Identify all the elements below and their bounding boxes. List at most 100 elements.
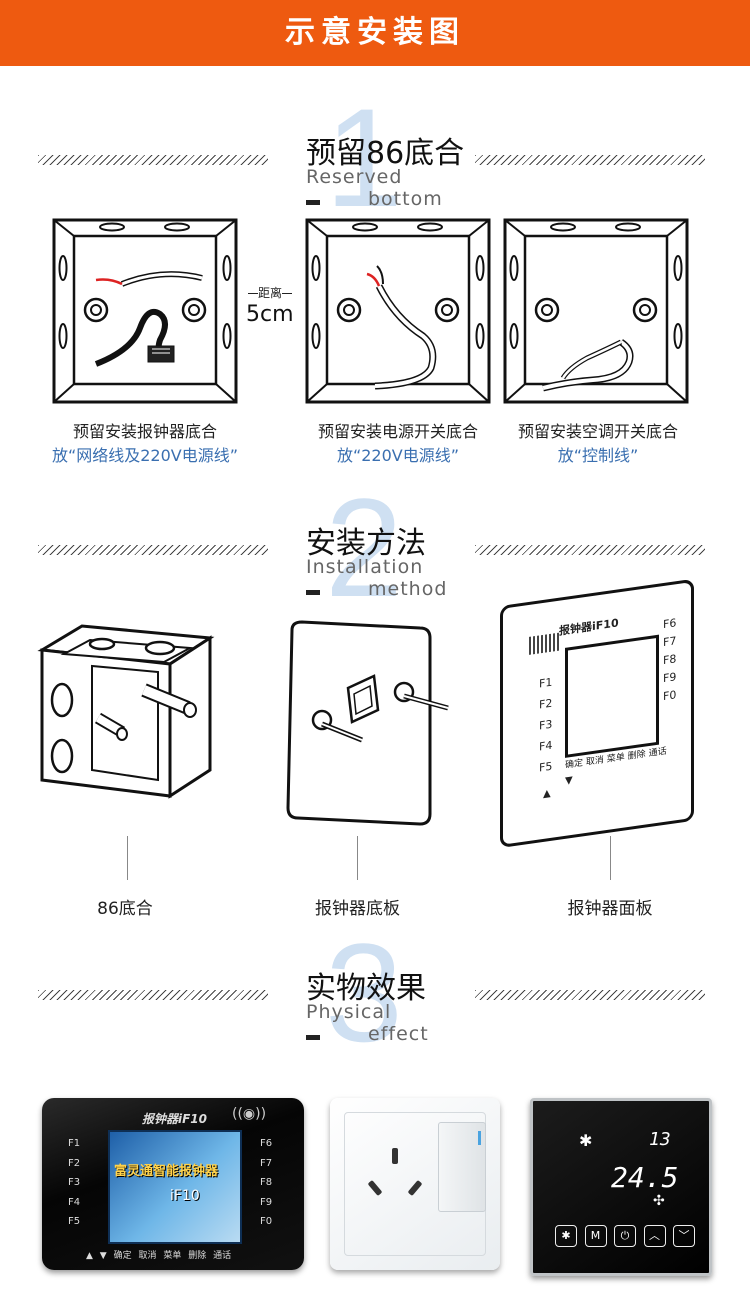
hatch-divider-right	[475, 990, 705, 1000]
key-f5[interactable]: F5	[539, 759, 553, 775]
room-temperature: 24.5	[611, 1161, 679, 1194]
up-button[interactable]: ︿	[643, 1225, 666, 1247]
device-screen: 富灵通智能报钟器 iF10	[108, 1130, 242, 1244]
key-f9[interactable]: F9	[663, 670, 677, 686]
device-key-f6[interactable]: F6	[260, 1138, 273, 1149]
device-key-call[interactable]: 通话	[213, 1251, 232, 1261]
device-key-delete[interactable]: 删除	[188, 1251, 207, 1261]
key-f0[interactable]: F0	[663, 688, 677, 704]
part-caption-panel: 报钟器面板	[567, 899, 653, 919]
device-left-keys: F1 F2 F3 F4 F5	[68, 1134, 80, 1232]
section-subtitle-1: Installation	[306, 556, 424, 578]
device-key-f2[interactable]: F2	[68, 1157, 81, 1169]
hatch-divider-left	[38, 545, 268, 555]
device-key-f0[interactable]: F0	[260, 1216, 273, 1227]
arrow-down-icon[interactable]: ▼	[565, 774, 573, 787]
set-temperature: 13	[649, 1129, 671, 1150]
section-3-heading: 3 实物效果 Physical effect	[0, 923, 750, 1083]
key-f6[interactable]: F6	[663, 616, 677, 632]
leader-line-panel	[610, 836, 611, 880]
wall-box-3-illustration	[503, 218, 689, 404]
key-confirm[interactable]: 确定	[565, 758, 584, 771]
device-key-f7[interactable]: F7	[260, 1157, 273, 1169]
section-subtitle-2: bottom	[368, 188, 443, 210]
section-number: 1	[325, 79, 403, 236]
section-number: 2	[325, 469, 403, 626]
device-screen-model: iF10	[170, 1188, 200, 1204]
device-screen-text: 富灵通智能报钟器	[114, 1164, 219, 1179]
wall-box-1-illustration	[52, 218, 238, 404]
key-menu[interactable]: 菜单	[606, 752, 625, 765]
hatch-divider-left	[38, 990, 268, 1000]
box-2-caption: 预留安装电源开关底合	[317, 422, 478, 441]
device-key-f4[interactable]: F4	[68, 1196, 81, 1208]
part-caption-box: 86底合	[97, 899, 153, 919]
device-arrow-down-icon[interactable]: ▼	[99, 1251, 107, 1261]
box-1-caption: 预留安装报钟器底合	[72, 422, 217, 441]
socket-photo	[330, 1098, 500, 1270]
mode-button[interactable]: ✱	[555, 1225, 577, 1247]
menu-button[interactable]: M	[584, 1225, 607, 1247]
device-arrow-up-icon[interactable]: ▲	[86, 1251, 93, 1261]
section-subtitle-1: Physical	[306, 1001, 392, 1023]
section-1-heading: 1 预留86底合 Reserved bottom	[0, 88, 750, 248]
section-dash	[306, 1035, 320, 1040]
panel-brand: 报钟器iF10	[559, 616, 619, 638]
speaker-grille	[529, 632, 561, 655]
device-key-f5[interactable]: F5	[68, 1216, 81, 1227]
socket-outlet	[358, 1138, 434, 1218]
device-key-f3[interactable]: F3	[68, 1177, 81, 1188]
part-caption-plate: 报钟器底板	[315, 899, 400, 919]
key-delete[interactable]: 删除	[627, 749, 646, 763]
power-button[interactable]: ⏻	[614, 1225, 636, 1247]
device-key-confirm[interactable]: 确定	[113, 1251, 132, 1261]
distance-label: 距离	[248, 284, 293, 301]
panel-screen	[565, 634, 659, 758]
wall-box-2-illustration	[305, 218, 491, 404]
device-key-cancel[interactable]: 取消	[138, 1251, 157, 1261]
device-brand: 报钟器iF10	[142, 1112, 208, 1126]
box-1-note: 放“网络线及220V电源线”	[51, 446, 239, 465]
hatch-divider-left	[38, 155, 268, 165]
section-dash	[306, 590, 320, 595]
device-photo: 报钟器iF10 ((◉)) 富灵通智能报钟器 iF10 F1 F2 F3 F4 …	[42, 1098, 304, 1270]
device-key-f9[interactable]: F9	[260, 1196, 273, 1208]
section-number: 3	[325, 914, 403, 1071]
section-dash	[306, 200, 320, 205]
device-key-menu[interactable]: 菜单	[163, 1251, 182, 1261]
base-plate-illustration	[286, 620, 449, 826]
arrow-up-icon[interactable]: ▲	[543, 787, 551, 800]
device-right-keys: F6 F7 F8 F9 F0	[260, 1134, 272, 1232]
leader-line-plate	[357, 836, 358, 880]
box-2-note: 放“220V电源线”	[336, 446, 460, 465]
distance-value: 5cm	[246, 302, 294, 327]
key-f7[interactable]: F7	[663, 634, 677, 650]
thermostat-photo: ✱ 13 24.5 ✣ ✱ M ⏻ ︿ ﹀	[530, 1098, 712, 1276]
section-subtitle-2: method	[368, 578, 448, 600]
device-key-f1[interactable]: F1	[68, 1138, 81, 1149]
box-3-note: 放“控制线”	[557, 446, 639, 465]
page-banner-title: 示意安装图	[0, 0, 750, 66]
key-f3[interactable]: F3	[539, 717, 553, 733]
section-title: 预留86底合	[306, 136, 465, 171]
section-title: 安装方法	[306, 526, 426, 561]
section-2-heading: 2 安装方法 Installation method	[0, 478, 750, 638]
nfc-icon: ((◉))	[232, 1106, 267, 1122]
panel-left-keys: F1 F2 F3 F4 F5	[539, 672, 552, 779]
hatch-divider-right	[475, 155, 705, 165]
switch-rocker[interactable]	[438, 1122, 486, 1212]
device-key-f8[interactable]: F8	[260, 1177, 273, 1188]
section-title: 实物效果	[306, 971, 426, 1006]
key-f2[interactable]: F2	[539, 696, 553, 712]
panel-right-keys: F6 F7 F8 F9 F0	[663, 614, 676, 706]
down-button[interactable]: ﹀	[673, 1225, 695, 1247]
key-cancel[interactable]: 取消	[585, 755, 604, 768]
key-f8[interactable]: F8	[663, 652, 677, 668]
snowflake-icon: ✱	[579, 1131, 593, 1150]
switch-indicator	[478, 1131, 481, 1145]
key-f1[interactable]: F1	[539, 675, 553, 691]
device-bottom-keys: ▲ ▼ 确定 取消 菜单 删除 通话	[86, 1248, 231, 1261]
panel-front-illustration: 报钟器iF10 F1 F2 F3 F4 F5 F6 F7 F8 F9 F0 确定…	[500, 578, 694, 848]
key-call[interactable]: 通话	[648, 746, 667, 760]
key-f4[interactable]: F4	[539, 738, 553, 754]
